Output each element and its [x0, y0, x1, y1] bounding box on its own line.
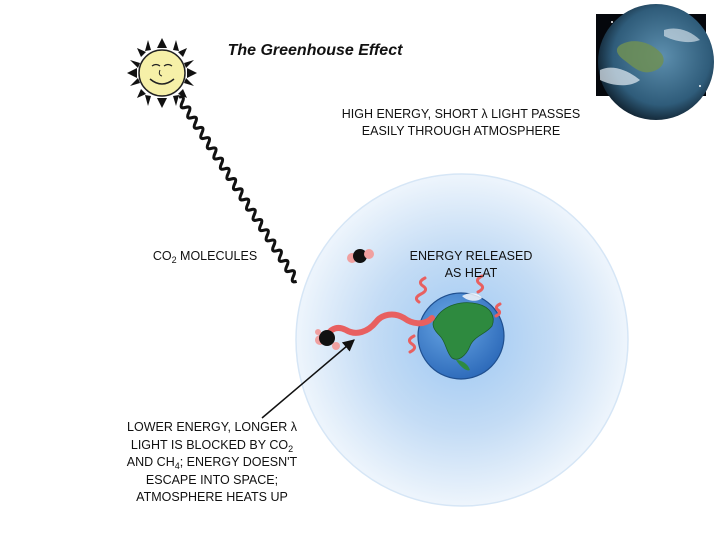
label-text: ATMOSPHERE HEATS UP — [136, 490, 288, 504]
subscript: 2 — [288, 443, 294, 454]
label-text: AS HEAT — [444, 266, 498, 280]
incoming-light-wave — [178, 95, 298, 284]
outgoing-heat-wave — [325, 311, 435, 337]
earth-icon — [417, 292, 505, 380]
label-text: HIGH ENERGY, SHORT — [341, 107, 482, 121]
label-text: ESCAPE INTO SPACE; — [145, 472, 279, 487]
label-text: LIGHT PASSES — [487, 107, 581, 121]
label-lower-energy: LOWER ENERGY, LONGER λ LIGHT IS BLOCKED … — [108, 419, 316, 507]
label-text: LOWER ENERGY, LONGER — [127, 420, 291, 434]
label-text: ; ENERGY DOESN'T — [179, 455, 298, 469]
label-text: CO — [152, 249, 172, 263]
earth-from-space-icon — [596, 4, 714, 120]
label-high-energy: HIGH ENERGY, SHORT λ LIGHT PASSES EASILY… — [300, 106, 622, 140]
co2-molecule-icon — [347, 249, 374, 263]
label-text: ENERGY RELEASED — [409, 249, 533, 263]
ch4-molecule-icon — [315, 329, 340, 350]
label-text: MOLECULES — [176, 249, 258, 263]
lambda-symbol: λ — [481, 107, 488, 121]
label-energy-released: ENERGY RELEASED AS HEAT — [380, 248, 562, 282]
label-text: EASILY THROUGH ATMOSPHERE — [361, 124, 561, 138]
subscript: 2 — [171, 255, 177, 265]
pointer-arrow — [261, 339, 355, 419]
lambda-symbol: λ — [290, 420, 297, 434]
subscript: 4 — [174, 461, 180, 471]
label-text: LIGHT IS BLOCKED BY CO — [130, 437, 289, 452]
label-text: AND CH — [126, 455, 175, 469]
label-co2-molecules: CO2 MOLECULES — [130, 248, 280, 265]
smiling-sun-icon — [127, 38, 197, 108]
heat-waves — [407, 274, 502, 354]
diagram-title: The Greenhouse Effect — [227, 42, 403, 59]
